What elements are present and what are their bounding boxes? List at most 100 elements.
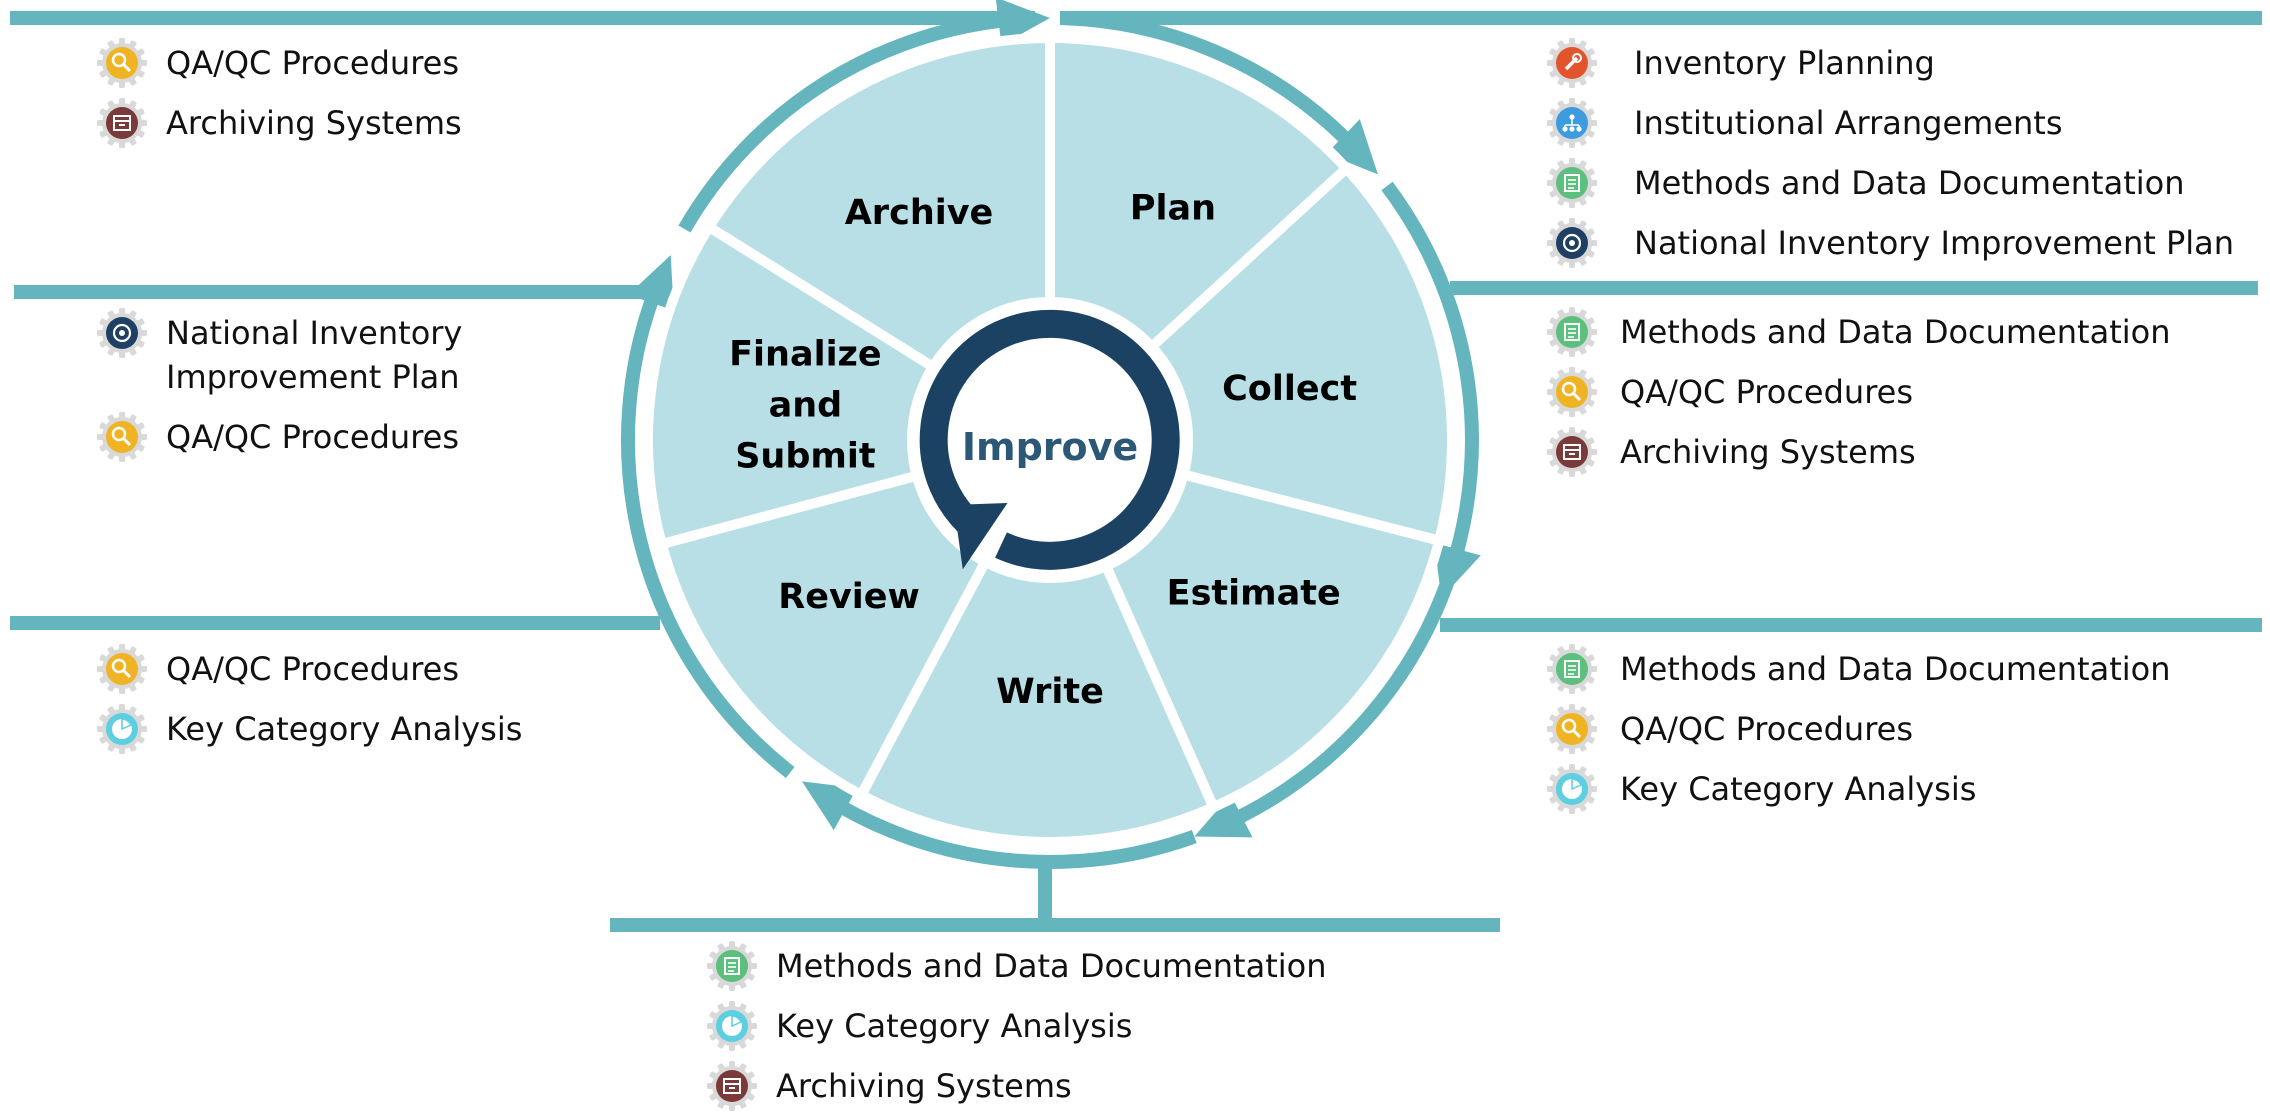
tool-item: Archiving Systems (707, 1061, 1072, 1111)
tool-item: Archiving Systems (97, 98, 462, 148)
outer-cycle-ring (621, 0, 1481, 870)
ring-arc-bottom-right (1218, 540, 1467, 832)
tool-item-label: QA/QC Procedures (1620, 373, 1913, 411)
tool-item-label: Key Category Analysis (776, 1007, 1132, 1045)
ring-arc-top-left (678, 12, 1022, 233)
document-icon (1547, 307, 1597, 357)
tool-item-label: QA/QC Procedures (166, 44, 459, 82)
segment-collect (1144, 161, 1458, 547)
segment-estimate (1099, 468, 1446, 814)
tool-item: Methods and Data Documentation (707, 941, 1327, 991)
tool-item-label: Methods and Data Documentation (1634, 164, 2185, 202)
improve-cycle-arrow (919, 309, 1180, 570)
segment-label-estimate: Estimate (1167, 574, 1341, 614)
tool-item-label: Archiving Systems (166, 104, 462, 142)
segment-finalize (643, 220, 940, 551)
segment-label-write: Write (996, 672, 1104, 712)
tool-item-label: Methods and Data Documentation (1620, 650, 2171, 688)
document-icon (707, 941, 757, 991)
magnifier-icon (97, 644, 147, 694)
tool-item-label: QA/QC Procedures (166, 418, 459, 456)
document-icon (1547, 158, 1597, 208)
archive-box-icon (707, 1061, 757, 1111)
tool-item-label: Institutional Arrangements (1634, 104, 2063, 142)
segment-archive (702, 32, 1055, 374)
target-icon (1547, 218, 1597, 268)
archive-box-icon (1547, 427, 1597, 477)
tool-item-label: Methods and Data Documentation (1620, 313, 2171, 351)
tool-item: Key Category Analysis (707, 1001, 1132, 1051)
ring-arc-left (621, 279, 795, 779)
ring-arc-top-right (1064, 11, 1364, 157)
tool-item-label: Key Category Analysis (1620, 770, 1976, 808)
ring-arc-bottom-right-arrow-head (1194, 794, 1253, 838)
tool-item-label: National Inventory (166, 314, 462, 352)
magnifier-icon (97, 38, 147, 88)
segment-label-plan: Plan (1130, 189, 1216, 229)
tool-item-label: National Inventory Improvement Plan (1634, 224, 2234, 262)
tool-item-label: QA/QC Procedures (1620, 710, 1913, 748)
tool-item-label: Methods and Data Documentation (776, 947, 1327, 985)
magnifier-icon (97, 412, 147, 462)
connector-lines (10, 2, 2262, 932)
tool-item: National Inventory Improvement Plan (1547, 218, 2234, 268)
tool-item-label: Improvement Plan (166, 358, 460, 396)
improve-arrow-head (953, 503, 1008, 570)
tool-item: Methods and Data Documentation (1547, 644, 2171, 694)
org-chart-icon (1547, 98, 1597, 148)
tool-item-label: Archiving Systems (776, 1067, 1072, 1105)
tool-item-label: Key Category Analysis (166, 710, 522, 748)
segment-review (655, 469, 992, 802)
segment-label-archive: Archive (845, 193, 994, 233)
tool-item: Inventory Planning (1547, 38, 1935, 88)
segment-label-finalize: Submit (735, 437, 875, 477)
improve-hub: Improve (919, 309, 1180, 570)
wrench-icon (1547, 38, 1597, 88)
segment-plan (1045, 32, 1354, 354)
pie-icon (97, 704, 147, 754)
segment-label-collect: Collect (1222, 369, 1357, 409)
target-icon (97, 308, 147, 358)
tool-item: Institutional Arrangements (1547, 98, 2063, 148)
document-icon (1547, 644, 1597, 694)
tool-item: QA/QC Procedures (97, 412, 459, 462)
ring-arc-top-right-arrow-head (1326, 119, 1378, 175)
tool-item: Archiving Systems (1547, 427, 1916, 477)
ring-arc-bottom (822, 791, 1197, 870)
tool-item: QA/QC Procedures (97, 644, 459, 694)
magnifier-icon (1547, 704, 1597, 754)
tool-item: Methods and Data Documentation (1547, 307, 2171, 357)
ring-arc-top-left-arrow-head (995, 0, 1050, 45)
center-label: Improve (962, 425, 1138, 469)
magnifier-icon (1547, 367, 1597, 417)
archive-box-icon (97, 98, 147, 148)
segment-label-review: Review (778, 577, 920, 617)
tool-item: Methods and Data Documentation (1547, 158, 2185, 208)
tool-item: QA/QC Procedures (1547, 704, 1913, 754)
tool-item: Key Category Analysis (97, 704, 522, 754)
segment-label-finalize: Finalize (729, 335, 882, 375)
segment-label-finalize: and (769, 386, 843, 426)
ring-arc-left-arrow-head (628, 255, 674, 311)
ring-arc-right (1381, 181, 1479, 573)
tool-item: Key Category Analysis (1547, 764, 1976, 814)
tool-item: QA/QC Procedures (97, 38, 459, 88)
pie-icon (1547, 764, 1597, 814)
tool-item: QA/QC Procedures (1547, 367, 1913, 417)
ring-arc-bottom-arrow-head (801, 781, 858, 831)
tool-item-label: QA/QC Procedures (166, 650, 459, 688)
tool-item-label: Inventory Planning (1634, 44, 1935, 82)
pie-icon (707, 1001, 757, 1051)
tool-item-label: Archiving Systems (1620, 433, 1916, 471)
